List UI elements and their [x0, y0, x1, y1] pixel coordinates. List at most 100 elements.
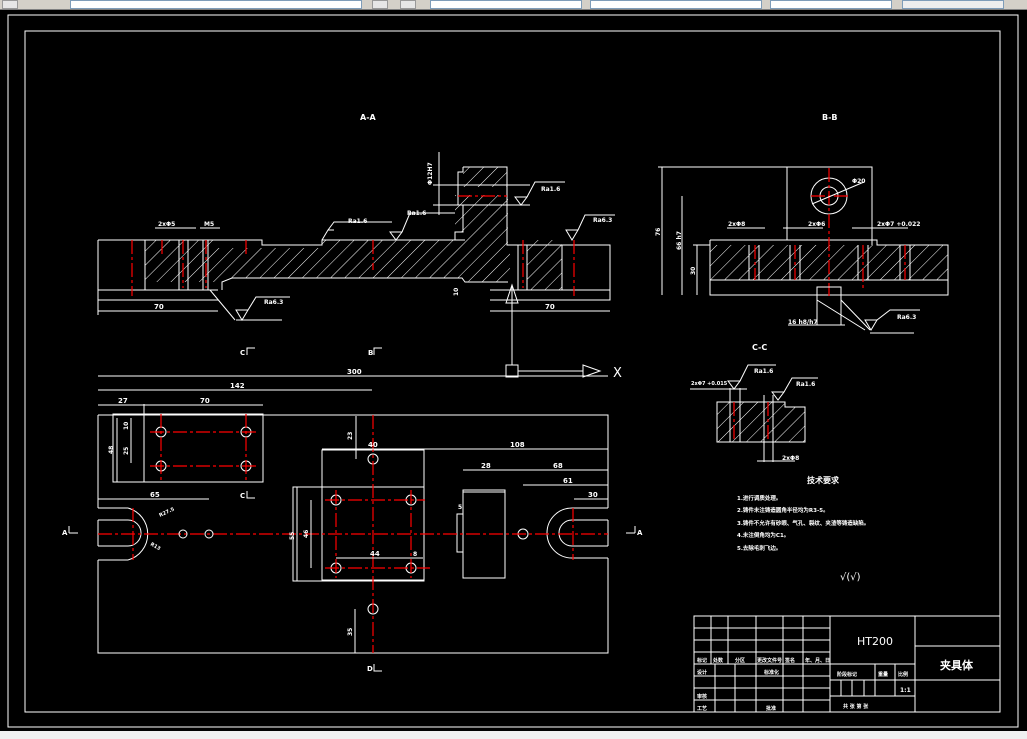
tb-stage-label: 阶段标记 [837, 671, 857, 678]
ucs-x-label: X [613, 366, 622, 381]
marker-a-right: A [637, 529, 643, 537]
dim-bb-holes2: 2xΦ6 [808, 221, 825, 228]
dim-40: 40 [368, 441, 378, 449]
tb-weight-label: 重量 [878, 671, 888, 678]
dim-30: 30 [588, 491, 598, 499]
dim-70: 70 [200, 397, 210, 405]
plan-view: C B A A C D [62, 347, 643, 673]
roughness-aa-4: Ra6.3 [593, 217, 612, 224]
dim-25: 25 [123, 447, 130, 455]
part-name: 夹具体 [940, 658, 974, 672]
tech-req-item-4: 4.未注倒角均为C1。 [737, 531, 789, 539]
tb-header-sign: 签名 [784, 657, 795, 664]
section-aa: A-A 70 70 2xΦ5 M5 10 Φ12H7 [97, 113, 622, 381]
tb-scale-label: 比例 [898, 671, 908, 678]
roughness-note: √(√) [840, 572, 861, 583]
dim-48: 48 [108, 446, 115, 454]
tb-header-mark: 标记 [696, 657, 707, 664]
dim-bb-66: 66 h7 [676, 231, 683, 250]
tb-row-std: 标准化 [763, 669, 779, 676]
tech-req-item-5: 5.去除毛刺飞边。 [737, 544, 781, 552]
material: HT200 [857, 635, 893, 648]
roughness-bb-1: Ra6.3 [897, 314, 916, 321]
color-dropdown[interactable] [430, 0, 582, 9]
tb-header-zone: 分区 [735, 657, 745, 664]
title-block: 标记 处数 分区 更改文件号 签名 年、月、日 设计 标准化 审核 工艺 批准 … [693, 615, 1001, 713]
dim-35: 35 [347, 628, 354, 636]
dim-65: 65 [150, 491, 160, 499]
dim-27: 27 [118, 397, 128, 405]
tb-row-process: 工艺 [697, 705, 707, 712]
layer-button[interactable] [2, 0, 18, 9]
dim-108: 108 [510, 441, 525, 449]
dim-cc-bottom: 2xΦ8 [782, 455, 799, 462]
dim-bb-holes3: 2xΦ7 +0.022 [877, 221, 920, 228]
dim-44: 44 [370, 550, 380, 558]
cad-drawing: A-A 70 70 2xΦ5 M5 10 Φ12H7 [7, 14, 1019, 728]
dim-bb-holes1: 2xΦ8 [728, 221, 745, 228]
dim-aa-70-right: 70 [545, 303, 555, 311]
layer-tools-button[interactable] [400, 0, 416, 9]
dim-bb-bottom: 16 h8/h7 [788, 319, 818, 326]
dim-10: 10 [123, 422, 130, 430]
dim-bb-30: 30 [690, 267, 697, 275]
tb-sheets: 共 张 第 张 [843, 703, 869, 710]
section-cc-label: C-C [752, 343, 767, 352]
inner-border [24, 30, 1001, 713]
dim-23: 23 [347, 432, 354, 440]
marker-a-left: A [62, 529, 68, 537]
roughness-aa-2: Ra1.6 [407, 210, 426, 217]
drawing-canvas[interactable]: A-A 70 70 2xΦ5 M5 10 Φ12H7 [0, 10, 1027, 730]
dim-300: 300 [347, 368, 362, 376]
ucs-origin [505, 364, 519, 378]
cad-toolbar [0, 0, 1027, 10]
layer-previous-button[interactable] [372, 0, 388, 9]
dim-5: 5 [458, 504, 462, 511]
marker-b: B [368, 349, 373, 357]
linetype-dropdown[interactable] [590, 0, 762, 9]
dim-aa-phi12: Φ12H7 [427, 162, 434, 185]
tb-row-review: 审核 [697, 693, 707, 700]
tech-req-item-3: 3.铸件不允许有砂眼、气孔、裂纹、夹渣等铸造缺陷。 [737, 519, 869, 527]
dim-bb-phi20: Φ20 [852, 178, 865, 185]
marker-c-bottom: C [240, 492, 245, 500]
tb-row-approve: 批准 [766, 705, 776, 712]
section-cc: C-C Ra1.6 2xΦ7 +0.015 Ra1.6 2xΦ8 [690, 343, 818, 462]
layer-dropdown[interactable] [70, 0, 362, 9]
dim-cc-top: 2xΦ7 +0.015 [691, 381, 728, 387]
tb-row-design: 设计 [697, 669, 707, 676]
technical-requirements: 技术要求 1.进行调质处理。 2.铸件未注铸造圆角半径均为R3-5。 3.铸件不… [737, 475, 869, 583]
dim-aa-m5: M5 [204, 221, 214, 228]
dim-142: 142 [230, 382, 245, 390]
roughness-aa-3: Ra1.6 [541, 186, 560, 193]
section-bb: B-B Φ20 Ra6.3 16 h8/h7 76 66 h7 30 2xΦ8 … [655, 113, 949, 334]
tb-header-date: 年、月、日 [805, 657, 830, 664]
dim-r13: R13 [149, 542, 162, 553]
plotstyle-dropdown[interactable] [902, 0, 1004, 9]
dim-aa-70-left: 70 [154, 303, 164, 311]
tb-header-docno: 更改文件号 [757, 657, 782, 664]
lineweight-dropdown[interactable] [770, 0, 892, 9]
tb-scale-value: 1:1 [900, 687, 911, 694]
dim-bb-76: 76 [655, 228, 662, 236]
roughness-aa-1: Ra1.6 [348, 218, 367, 225]
roughness-cc-1: Ra1.6 [754, 368, 773, 375]
dim-46: 46 [303, 530, 310, 538]
marker-d: D [367, 665, 373, 673]
tech-req-item-2: 2.铸件未注铸造圆角半径均为R3-5。 [737, 506, 829, 514]
dim-8: 8 [413, 551, 417, 558]
dim-61: 61 [563, 477, 573, 485]
section-aa-label: A-A [360, 113, 377, 122]
outer-border [7, 14, 1019, 728]
section-bb-label: B-B [822, 113, 838, 122]
tb-header-count: 处数 [712, 657, 724, 664]
dim-aa-holes: 2xΦ5 [158, 221, 175, 228]
dim-28: 28 [481, 462, 491, 470]
dim-r27: R27.5 [158, 506, 176, 518]
status-bar [0, 731, 1027, 739]
roughness-aa-5: Ra6.3 [264, 299, 283, 306]
dim-55: 55 [289, 532, 296, 540]
marker-c-top: C [240, 349, 245, 357]
dim-aa-10: 10 [453, 288, 460, 296]
tech-req-item-1: 1.进行调质处理。 [737, 494, 781, 502]
